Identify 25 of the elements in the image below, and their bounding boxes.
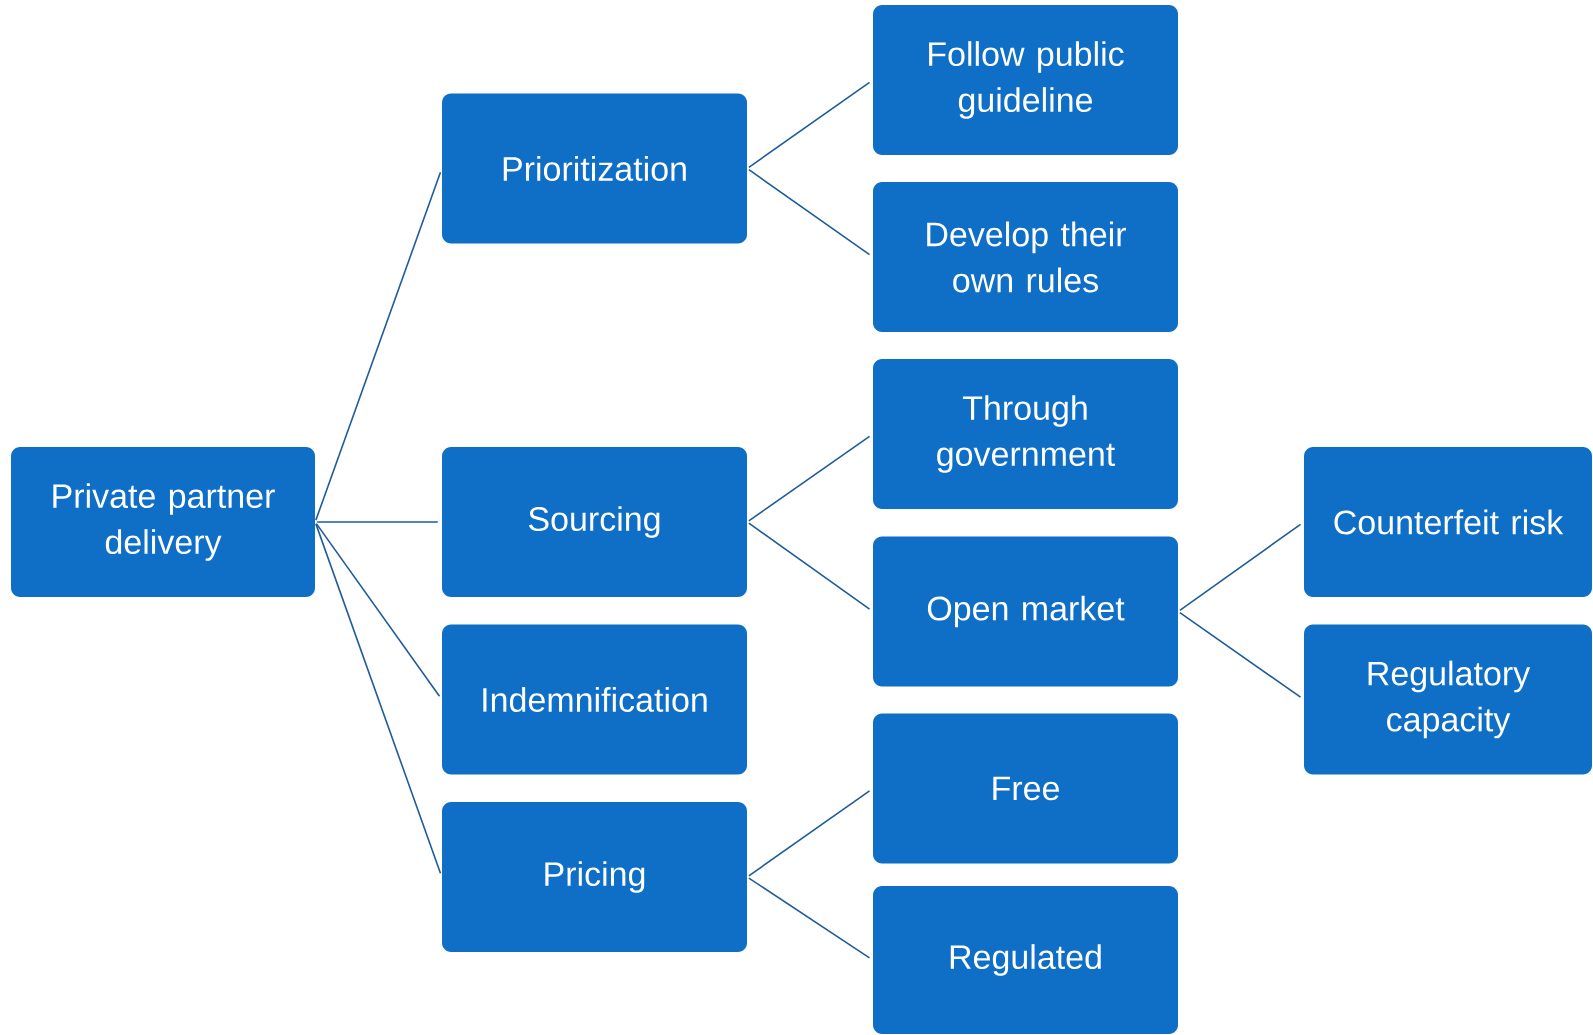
process-box: Counterfeit risk — [1304, 447, 1592, 597]
process-box: Through government — [873, 359, 1178, 509]
connector-line — [748, 522, 871, 610]
process-box: Regulated — [873, 886, 1178, 1034]
connector-line — [748, 877, 871, 959]
process-box: Free — [873, 713, 1178, 864]
connector-line — [748, 790, 871, 877]
process-box: Sourcing — [442, 447, 747, 597]
connector-line — [315, 523, 442, 875]
connector-line — [748, 81, 871, 169]
connector-line — [316, 521, 439, 523]
process-box: Develop their own rules — [873, 182, 1178, 332]
process-box: Open market — [873, 536, 1178, 687]
connector-line — [315, 522, 441, 698]
connector-line — [748, 168, 871, 256]
process-box: Follow public guideline — [873, 5, 1178, 155]
connector-line — [1179, 611, 1302, 698]
connector-line — [315, 171, 442, 521]
connector-line — [748, 435, 871, 522]
process-box: Private partner delivery — [11, 447, 315, 597]
process-box: Indemnification — [442, 624, 747, 775]
process-box: Prioritization — [442, 93, 747, 244]
process-box: Pricing — [442, 802, 747, 952]
connector-line — [1179, 523, 1302, 612]
process-box: Regulatory capacity — [1304, 624, 1592, 775]
